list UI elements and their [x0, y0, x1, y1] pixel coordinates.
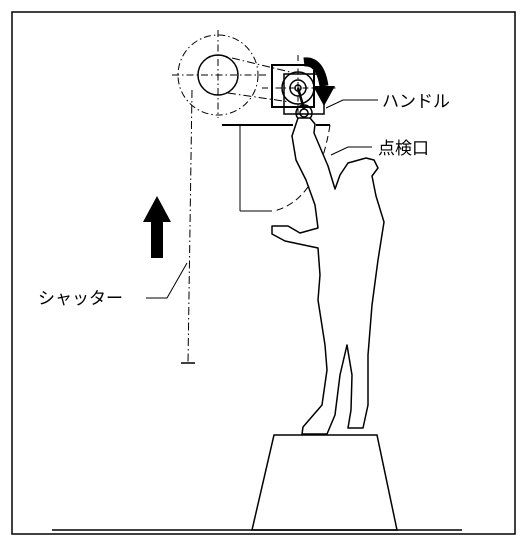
- drive-belt: [227, 57, 291, 103]
- inspection-port-swing: [273, 124, 331, 212]
- ceiling-structure: [222, 124, 330, 212]
- step-stool: [251, 434, 398, 531]
- up-arrow-icon: [143, 196, 171, 258]
- curved-arrow-icon: [303, 57, 335, 106]
- leader-lines: [146, 99, 378, 299]
- inspection-port-label: 点検口: [378, 139, 429, 159]
- shutter-label: シャッター: [38, 289, 123, 309]
- figure-border: [11, 11, 516, 535]
- handle-label: ハンドル: [382, 92, 450, 112]
- shutter-curtain-line: [181, 89, 195, 364]
- person-figure: [271, 117, 385, 435]
- shutter-drum: [172, 30, 266, 118]
